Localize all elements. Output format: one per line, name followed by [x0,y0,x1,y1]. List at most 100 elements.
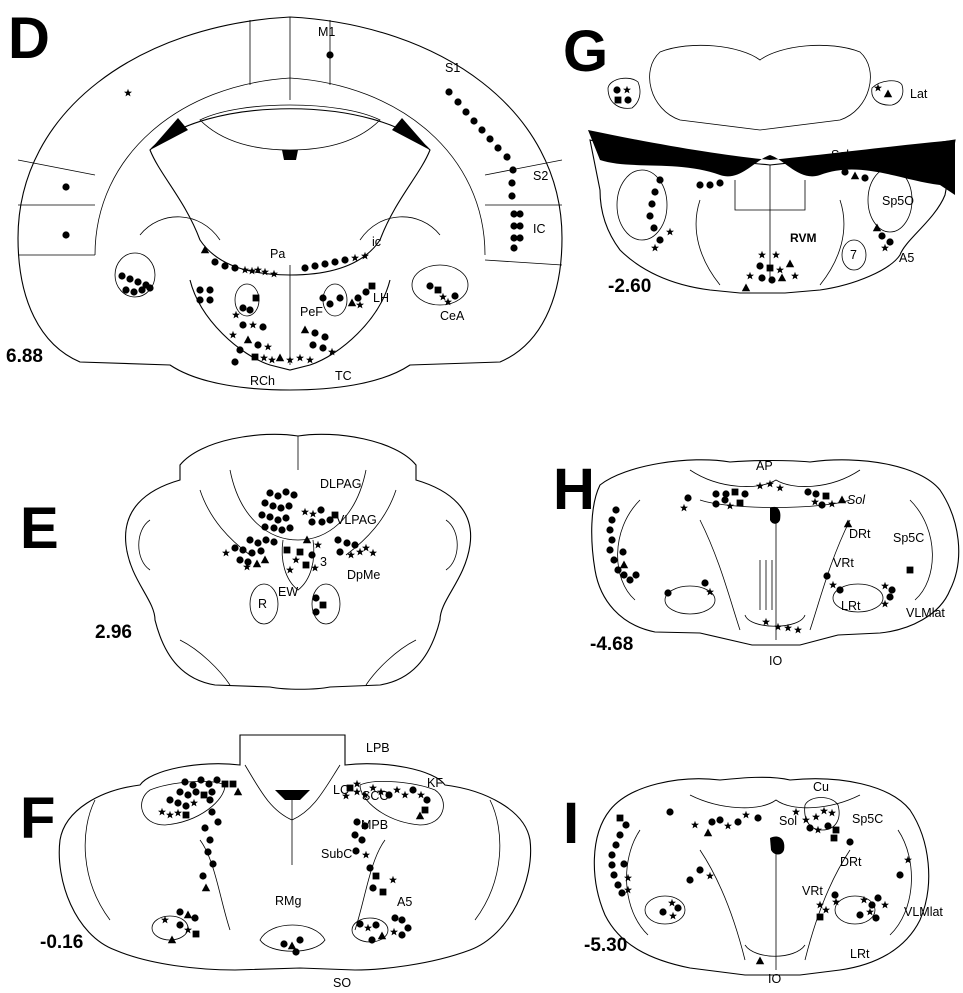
marker-circle [503,153,510,160]
marker-circle [674,904,681,911]
marker-triangle [261,556,269,564]
marker-star [829,581,837,589]
marker-triangle [253,560,261,568]
marker-circle [618,889,625,896]
marker-circle [610,556,617,563]
marker-group-i [608,807,912,964]
marker-circle [608,851,615,858]
marker-star [814,826,822,834]
marker-square [347,785,354,792]
marker-circle [606,546,613,553]
marker-circle [454,98,461,105]
marker-star [791,272,799,280]
marker-circle [270,538,277,545]
marker-star [241,266,249,274]
region-label-ap: AP [756,459,773,473]
marker-circle [336,294,343,301]
marker-circle [818,501,825,508]
marker-star [742,811,750,819]
marker-circle [612,841,619,848]
marker-triangle [838,496,846,504]
marker-circle [404,924,411,931]
marker-star [812,813,820,821]
marker-circle [651,188,658,195]
region-label-a5: A5 [397,895,412,909]
marker-triangle [742,284,750,292]
marker-star [166,811,174,819]
marker-circle [610,871,617,878]
marker-star [623,86,631,94]
marker-star [746,272,754,280]
marker-circle [269,502,276,509]
marker-circle [632,571,639,578]
marker-circle [118,272,125,279]
region-label-sp5o: Sp5O [882,194,914,208]
coord-label-e: 2.96 [95,622,132,643]
marker-circle [62,231,69,238]
marker-circle [734,818,741,825]
marker-circle [62,183,69,190]
panel-f: F -0.16 LPB KF LC SCO MPB SubC RMg A5 SO [20,735,531,990]
marker-circle [886,593,893,600]
marker-star [668,899,676,907]
section-outline-i [594,777,928,975]
marker-circle [204,848,211,855]
marker-square [380,889,387,896]
marker-circle [176,908,183,915]
panel-h: H -4.68 AP Sol DRt Sp5C VRt LRt VLMlat I… [553,457,959,668]
marker-circle [722,490,729,497]
region-label-7: 7 [850,248,857,262]
marker-circle [282,488,289,495]
marker-circle [239,546,246,553]
region-label-s2: S2 [533,169,548,183]
marker-circle [616,831,623,838]
marker-circle [861,174,868,181]
region-label-cu: Cu [813,780,829,794]
region-label-kf: KF [427,776,443,790]
marker-star [292,556,300,564]
marker-star [726,502,734,510]
marker-triangle [704,829,712,837]
marker-star [309,510,317,518]
marker-star [758,251,766,259]
marker-circle [206,296,213,303]
marker-star [904,856,912,864]
marker-triangle [202,884,210,892]
marker-circle [648,200,655,207]
marker-circle [292,948,299,955]
marker-star [866,908,874,916]
marker-circle [516,210,523,217]
panel-d: D 6.88 M1 S1 S2 IC Pa ic PeF LH CeA RCh … [6,6,562,390]
marker-circle [262,536,269,543]
marker-circle [608,861,615,868]
marker-circle [659,908,666,915]
marker-circle [214,818,221,825]
marker-circle [423,796,430,803]
marker-circle [296,936,303,943]
marker-circle [856,911,863,918]
marker-circle [868,901,875,908]
marker-circle [231,358,238,365]
marker-square [332,512,339,519]
marker-circle [696,866,703,873]
marker-circle [716,179,723,186]
marker-circle [211,258,218,265]
marker-square [435,287,442,294]
marker-star [249,321,257,329]
marker-star [766,480,774,488]
marker-star [301,508,309,516]
marker-circle [266,513,273,520]
marker-star [260,354,268,362]
panel-e: E 2.96 DLPAG VLPAG 3 DpMe R EW [20,434,471,689]
section-outline-e [126,434,471,689]
region-label-3: 3 [320,555,327,569]
marker-circle [274,492,281,499]
marker-triangle [288,942,296,950]
marker-square [320,602,327,609]
marker-circle [758,274,765,281]
marker-square [230,781,237,788]
panel-letter-e: E [20,496,59,561]
marker-star [881,901,889,909]
marker-circle [308,518,315,525]
marker-square [831,835,838,842]
